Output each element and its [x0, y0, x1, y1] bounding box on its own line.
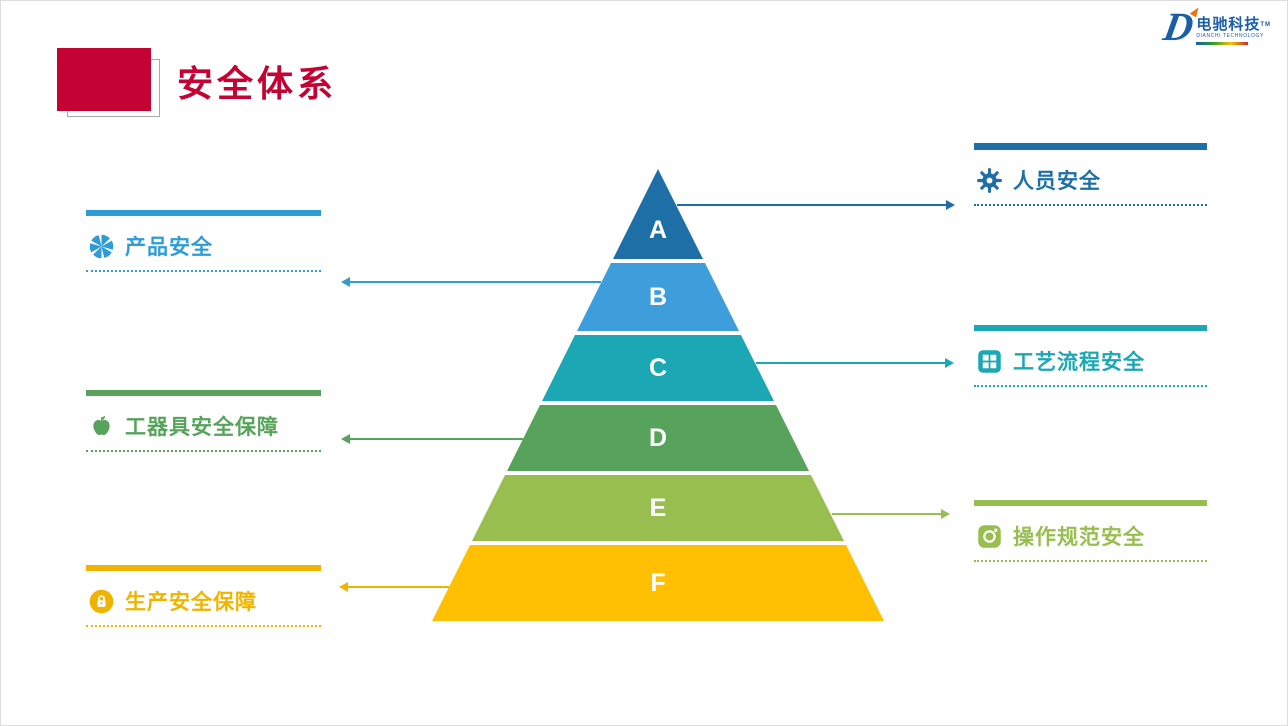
pyramid-level-d: D [507, 405, 809, 471]
logo-company-name: 电驰科技TM [1196, 17, 1271, 33]
apple-icon [88, 413, 115, 440]
logo-rainbow-bar [1196, 42, 1249, 45]
callout-dotted-rule [974, 560, 1207, 562]
arrow-e-to-operation [832, 509, 950, 519]
callout-process-safety: 工艺流程安全 [974, 325, 1207, 387]
callout-tools-safety: 工器具安全保障 [86, 390, 321, 452]
gear-icon [976, 167, 1003, 194]
callout-top-bar [974, 143, 1207, 150]
callout-label: 工器具安全保障 [125, 416, 279, 439]
callout-top-bar [86, 390, 321, 396]
callout-dotted-rule [86, 450, 321, 452]
callout-dotted-rule [86, 270, 321, 272]
callout-top-bar [974, 325, 1207, 331]
arrow-a-to-personnel [677, 200, 955, 210]
callout-label: 操作规范安全 [1013, 526, 1145, 549]
aperture-icon [88, 233, 115, 260]
camera-icon [976, 523, 1003, 550]
callout-personnel-safety: 人员安全 [974, 143, 1207, 206]
callout-product-safety: 产品安全 [86, 210, 321, 272]
pyramid-level-e: E [472, 475, 844, 541]
logo-tm: TM [1260, 22, 1271, 28]
grid-icon [976, 348, 1003, 375]
arrow-c-to-process [756, 358, 954, 368]
pyramid-level-d-label: D [648, 423, 668, 452]
pyramid-level-f: F [432, 545, 884, 621]
logo-text-column: 电驰科技TM DIANCHI TECHNOLOGY [1196, 9, 1271, 45]
title-red-square [57, 48, 151, 111]
callout-operation-safety: 操作规范安全 [974, 500, 1207, 562]
arrow-f-to-production [339, 582, 449, 592]
pyramid-level-e-label: E [649, 493, 667, 522]
callout-dotted-rule [974, 204, 1207, 206]
pyramid-level-c-label: C [648, 353, 668, 382]
logo-caption: DIANCHI TECHNOLOGY [1196, 33, 1264, 39]
safety-pyramid: A B C D E F [432, 169, 884, 621]
callout-dotted-rule [974, 385, 1207, 387]
arrow-b-to-product [341, 277, 601, 287]
logo-d-mark: D [1161, 4, 1203, 49]
pyramid-level-f-label: F [650, 568, 666, 597]
callout-label: 工艺流程安全 [1013, 351, 1145, 374]
page-title: 安全体系 [177, 63, 338, 104]
arrow-d-to-tools [341, 434, 523, 444]
company-logo: D 电驰科技TM DIANCHI TECHNOLOGY [1161, 4, 1271, 49]
callout-top-bar [86, 565, 321, 571]
callout-top-bar [974, 500, 1207, 506]
callout-label: 生产安全保障 [125, 591, 257, 614]
callout-label: 人员安全 [1013, 170, 1101, 193]
callout-top-bar [86, 210, 321, 216]
pyramid-level-a-label: A [648, 216, 668, 244]
logo-company-text: 电驰科技 [1196, 16, 1261, 33]
pyramid-level-a: A [613, 169, 703, 259]
lock-icon [88, 588, 115, 615]
pyramid-level-b: B [577, 263, 739, 331]
callout-label: 产品安全 [125, 236, 213, 259]
callout-dotted-rule [86, 625, 321, 627]
callout-production-safety: 生产安全保障 [86, 565, 321, 627]
pyramid-level-b-label: B [648, 282, 668, 311]
pyramid-level-c: C [542, 335, 774, 401]
